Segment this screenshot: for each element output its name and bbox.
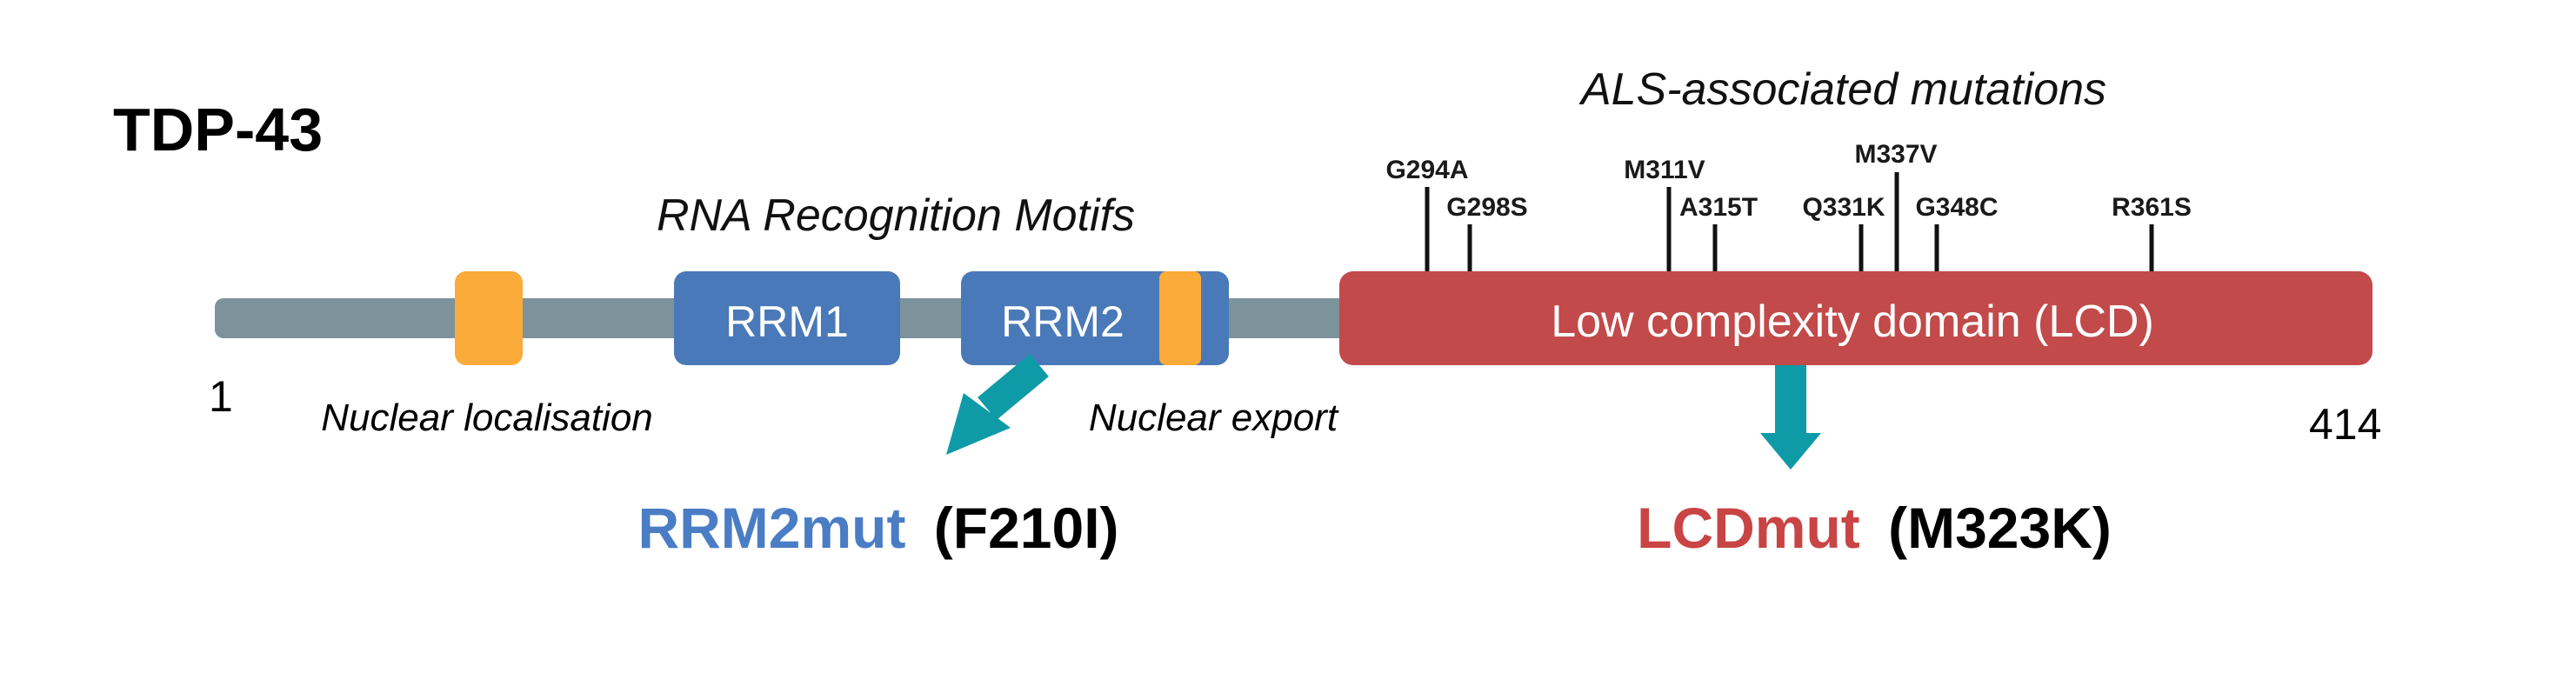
rrm2mut-construct-label: RRM2mut (F210I) — [637, 496, 1118, 560]
nuclear-localisation-signal — [455, 271, 523, 365]
mutation-label-g298s: G298S — [1446, 193, 1527, 222]
nuclear-export-label: Nuclear export — [1089, 396, 1339, 439]
mutation-label-g348c: G348C — [1915, 193, 1998, 222]
start-residue-label: 1 — [209, 372, 233, 421]
nuclear-export-signal — [1159, 271, 1201, 365]
lcdmut-name: LCDmut — [1637, 496, 1860, 560]
protein-title: TDP-43 — [113, 96, 323, 163]
lcdmut-arrow — [1760, 365, 1821, 470]
rrm2mut-site: (F210I) — [934, 496, 1119, 560]
rrm2mut-arrow — [946, 353, 1049, 455]
rrm-group-label: RNA Recognition Motifs — [657, 190, 1135, 241]
lcd-domain — [1339, 271, 2372, 365]
lcd-label: Low complexity domain (LCD) — [1551, 297, 2154, 347]
rrm2mut-name: RRM2mut — [637, 496, 905, 560]
mutation-label-g294a: G294A — [1385, 156, 1468, 184]
mutation-label-m311v: M311V — [1624, 156, 1705, 184]
mutation-label-r361s: R361S — [2112, 193, 2192, 222]
lcdmut-site: (M323K) — [1888, 496, 2112, 560]
lcdmut-construct-label: LCDmut (M323K) — [1637, 496, 2112, 560]
rrm2-label: RRM2 — [1001, 297, 1124, 346]
mutation-label-a315t: A315T — [1679, 193, 1758, 222]
mutation-label-m337v: M337V — [1854, 140, 1937, 169]
mutation-label-q331k: Q331K — [1802, 193, 1885, 222]
als-mutations-label: ALS-associated mutations — [1578, 64, 2106, 115]
end-residue-label: 414 — [2309, 400, 2381, 449]
rrm1-domain — [674, 271, 900, 365]
nuclear-localisation-label: Nuclear localisation — [321, 396, 653, 439]
rrm1-label: RRM1 — [725, 297, 849, 346]
